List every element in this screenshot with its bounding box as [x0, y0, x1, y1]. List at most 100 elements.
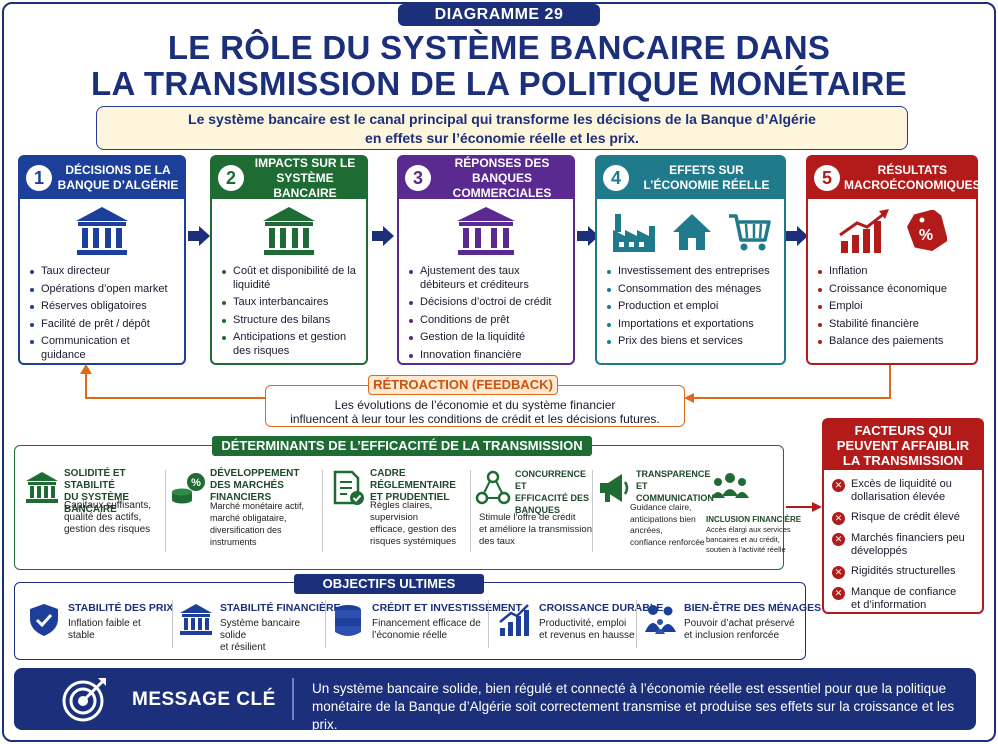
- step-5-box: 5 Résultats macroéconomiques % Inflation…: [806, 155, 981, 365]
- x-circle-icon: ✕: [832, 533, 845, 546]
- list-item: ✕Rigidités structurelles: [832, 565, 976, 579]
- step-1-title: Décisions de la Banque d’Algérie: [57, 163, 179, 192]
- objective-sustainable-growth: Croissance durable Productivité, emploie…: [497, 600, 663, 652]
- objective-household-wellbeing: Bien-être des ménages Pouvoir d’achat pr…: [642, 600, 821, 652]
- determinant-banking-solidity: Solidité et stabilitédu système bancaire…: [24, 466, 164, 562]
- list-item: Balance des paiements: [818, 335, 968, 349]
- list-item: Taux interbancaires: [222, 296, 358, 310]
- step-5-list: Inflation Croissance économique Emploi S…: [808, 265, 976, 349]
- step-3-header: 3 Réponses des banques commerciales: [399, 155, 573, 200]
- step-1-number: 1: [26, 165, 52, 191]
- factory-icon: [612, 214, 655, 252]
- target-icon: [62, 678, 106, 722]
- weakening-factors-box: FACTEURS QUI PEUVENT AFFAIBLIR LA TRANSM…: [822, 418, 984, 614]
- list-item: ✕Risque de crédit élevé: [832, 511, 976, 525]
- step-3-title: Réponses des banques commerciales: [452, 155, 552, 200]
- list-item: Gestion de la liquidité: [409, 331, 565, 345]
- arrow-right-icon: [188, 226, 210, 246]
- page-title-line1: LE RÔLE DU SYSTÈME BANCAIRE DANS: [167, 29, 831, 66]
- key-message-text: Un système bancaire solide, bien régulé …: [312, 681, 955, 732]
- family-icon: [645, 605, 676, 634]
- objective-price-stability: Stabilité des prix Inflation faible et s…: [26, 600, 173, 652]
- divider: [172, 600, 173, 648]
- list-item: Inflation: [818, 265, 968, 279]
- list-item: Ajustement des taux débiteurs et crédite…: [409, 265, 565, 292]
- list-item: Facilité de prêt / dépôt: [30, 318, 176, 332]
- list-item: Croissance économique: [818, 283, 968, 297]
- determinant-competition: Concurrence etefficacité des banques Sti…: [475, 466, 593, 562]
- intro-line2: en effets sur l’économie réelle et les p…: [365, 130, 639, 146]
- list-item: Réserves obligatoires: [30, 300, 176, 314]
- feedback-line1: Les évolutions de l’économie et du systè…: [334, 398, 616, 412]
- arrow-right-icon: [786, 502, 822, 512]
- determinant-financial-markets: % Développementdes marchés financiers Ma…: [170, 466, 320, 562]
- page-title-line2: LA TRANSMISSION DE LA POLITIQUE MONÉTAIR…: [91, 65, 907, 102]
- step-4-list: Investissement des entreprises Consommat…: [597, 265, 784, 349]
- step-5-number: 5: [814, 165, 840, 191]
- feedback-label: RÉTROACTION (FEEDBACK): [368, 375, 558, 395]
- intro-line1: Le système bancaire est le canal princip…: [188, 111, 816, 127]
- step-1-list: Taux directeur Opérations d’open market …: [20, 265, 184, 362]
- divider: [488, 600, 489, 648]
- diagram-badge: DIAGRAMME 29: [398, 4, 600, 26]
- step-4-title: Effets sur l’économie réelle: [643, 163, 770, 192]
- bank-icon: [457, 207, 515, 255]
- document-check-icon: [333, 470, 364, 505]
- shield-check-icon: [30, 604, 58, 636]
- step-5-header: 5 Résultats macroéconomiques: [808, 157, 981, 199]
- growth-chart-icon: [839, 209, 889, 253]
- list-item: Importations et exportations: [607, 318, 776, 332]
- divider: [592, 470, 593, 552]
- step-3-box: 3 Réponses des banques commerciales Ajus…: [397, 155, 575, 365]
- objectives-title: OBJECTIFS ULTIMES: [294, 574, 484, 594]
- list-item: Consommation des ménages: [607, 283, 776, 297]
- feedback-line2: influencent à leur tour les conditions d…: [290, 412, 660, 426]
- list-item: Communication et guidance: [30, 335, 176, 362]
- intro-box: Le système bancaire est le canal princip…: [96, 106, 908, 150]
- list-item: Conditions de prêt: [409, 314, 565, 328]
- step-2-number: 2: [218, 165, 244, 191]
- divider: [165, 470, 166, 552]
- coins-stack-icon: [335, 605, 361, 636]
- list-item: Opérations d’open market: [30, 283, 176, 297]
- x-circle-icon: ✕: [832, 512, 845, 525]
- objective-credit-investment: Crédit et investissement Financement eff…: [330, 600, 522, 652]
- list-item: Structure des bilans: [222, 314, 358, 328]
- weakening-factors-title: FACTEURS QUI PEUVENT AFFAIBLIR LA TRANSM…: [824, 420, 982, 470]
- divider: [322, 470, 323, 552]
- step-1-header: 1 Décisions de la Banque d’Algérie: [20, 157, 184, 199]
- step-4-number: 4: [603, 165, 629, 191]
- divider: [470, 470, 471, 552]
- determinants-title: DÉTERMINANTS DE L’EFFICACITÉ DE LA TRANS…: [212, 436, 592, 456]
- key-message-banner: MESSAGE CLÉ Un système bancaire solide, …: [14, 668, 976, 732]
- step-5-title: Résultats macroéconomiques: [844, 163, 981, 192]
- house-icon: [672, 214, 711, 250]
- list-item: Décisions d’octroi de crédit: [409, 296, 565, 310]
- percent-tag-icon: %: [906, 210, 947, 252]
- determinant-regulatory-framework: Cadre réglementaireet prudentiel Règles …: [330, 466, 470, 562]
- svg-text:%: %: [191, 477, 201, 489]
- determinant-inclusion: Inclusion financière Accès élargi aux se…: [706, 466, 801, 562]
- divider: [636, 600, 637, 648]
- list-item: Anticipations et gestion des risques: [222, 331, 358, 358]
- list-item: Innovation financière: [409, 349, 565, 363]
- list-item: Prix des biens et services: [607, 335, 776, 349]
- megaphone-icon: [600, 474, 629, 502]
- arrow-right-icon: [786, 226, 808, 246]
- step-1-box: 1 Décisions de la Banque d’Algérie Taux …: [18, 155, 186, 365]
- step-2-header: 2 Impacts sur le système bancaire: [212, 156, 366, 200]
- x-circle-icon: ✕: [832, 587, 845, 600]
- list-item: Stabilité financière: [818, 318, 968, 332]
- shopping-cart-icon: [728, 214, 771, 251]
- bank-icon: [76, 207, 128, 255]
- determinant-transparency: Transparence etcommunication Guidance cl…: [596, 466, 714, 562]
- step-2-list: Coût et disponibilité de la liquidité Ta…: [212, 265, 366, 358]
- x-circle-icon: ✕: [832, 566, 845, 579]
- bank-icon: [26, 472, 58, 503]
- objective-financial-stability: Stabilité financière Système bancaire so…: [178, 600, 341, 653]
- list-item: Production et emploi: [607, 300, 776, 314]
- feedback-connector: [80, 364, 891, 403]
